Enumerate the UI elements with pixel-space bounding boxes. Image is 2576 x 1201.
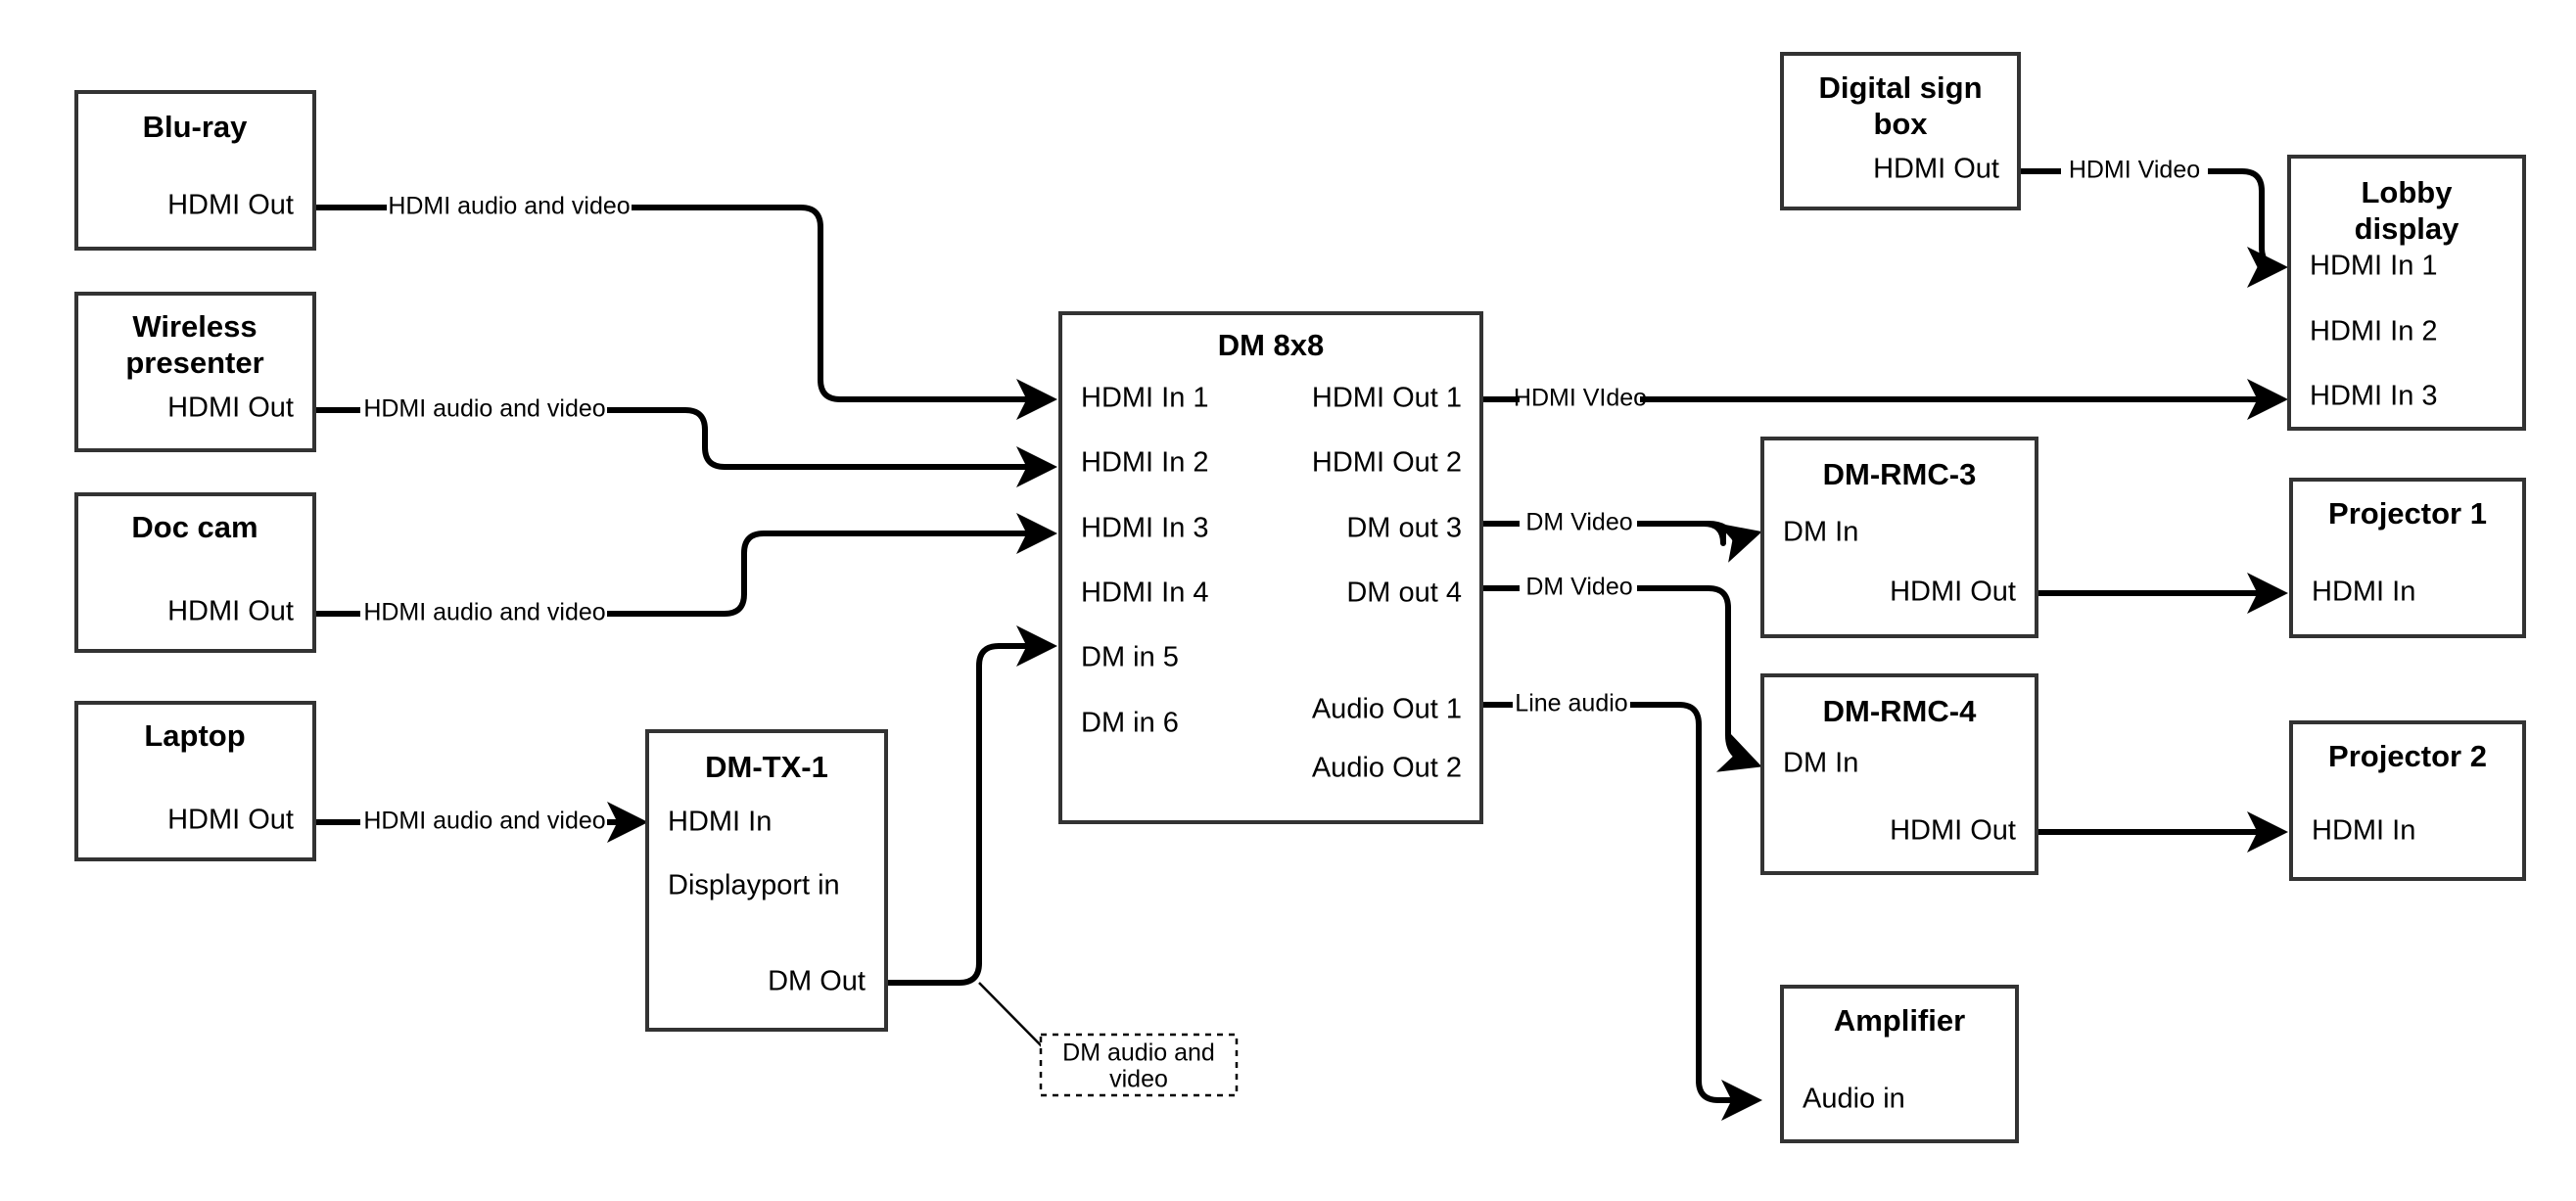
node-wireless-presenter[interactable]: Wireless presenter HDMI Out bbox=[74, 292, 316, 452]
dm-rmc-4-port-hdmi-out: HDMI Out bbox=[1890, 815, 2016, 847]
wireless-presenter-title-line1: Wireless bbox=[132, 309, 257, 344]
dm-8x8-input-hdmi-in-3: HDMI In 3 bbox=[1081, 513, 1209, 544]
dm-8x8-input-hdmi-in-2: HDMI In 2 bbox=[1081, 447, 1209, 479]
wire-laptop-to-dmtx1-hdmi-in: HDMI audio and video bbox=[313, 802, 648, 843]
dm-8x8-input-hdmi-in-4: HDMI In 4 bbox=[1081, 577, 1209, 609]
dm-audio-video-note-box bbox=[1039, 1033, 1239, 1097]
edge-label-dm-video-rmc4: DM Video bbox=[1525, 574, 1632, 601]
edge-label-dm-video-rmc3: DM Video bbox=[1525, 509, 1632, 536]
wireless-presenter-box[interactable] bbox=[74, 292, 316, 452]
wireless-presenter-port-hdmi-out: HDMI Out bbox=[167, 393, 294, 424]
node-bluray[interactable]: Blu-ray HDMI Out bbox=[74, 90, 316, 251]
wire-dm8x8-out1-to-lobby-hdmi-in-3: HDMI VIdeo bbox=[1481, 379, 2288, 420]
wire-dm8x8-out3-to-rmc3: DM Video bbox=[1481, 509, 1762, 563]
bluray-title: Blu-ray bbox=[143, 110, 249, 144]
edge-label-laptop: HDMI audio and video bbox=[363, 808, 605, 835]
dm-8x8-output-hdmi-out-2: HDMI Out 2 bbox=[1312, 447, 1462, 479]
dm-audio-video-note-line1: DM audio and bbox=[1062, 1039, 1215, 1067]
dm-8x8-title: DM 8x8 bbox=[1218, 328, 1325, 362]
node-dm-rmc-4[interactable]: DM-RMC-4 DM In HDMI Out bbox=[1760, 673, 2038, 875]
dm-8x8-input-dm-in-5: DM in 5 bbox=[1081, 642, 1179, 673]
laptop-title: Laptop bbox=[144, 718, 245, 753]
dm-8x8-input-hdmi-in-1: HDMI In 1 bbox=[1081, 383, 1209, 414]
wireless-presenter-title-line2: presenter bbox=[125, 346, 263, 380]
dm-8x8-output-hdmi-out-1: HDMI Out 1 bbox=[1312, 383, 1462, 414]
projector-2-port-hdmi-in: HDMI In bbox=[2312, 815, 2415, 847]
wire-wireless-to-dm8x8-hdmi-in-2: HDMI audio and video bbox=[313, 395, 1057, 487]
dm-8x8-input-dm-in-6: DM in 6 bbox=[1081, 708, 1179, 739]
doc-cam-box[interactable] bbox=[74, 492, 316, 653]
bluray-port-hdmi-out: HDMI Out bbox=[167, 190, 294, 221]
node-lobby-display[interactable]: Lobby display HDMI In 1 HDMI In 2 HDMI I… bbox=[2287, 155, 2526, 431]
edge-label-bluray: HDMI audio and video bbox=[388, 193, 630, 220]
laptop-box[interactable] bbox=[74, 701, 316, 861]
edge-label-digitalsign: HDMI Video bbox=[2069, 157, 2200, 184]
dm-tx-1-port-hdmi-in: HDMI In bbox=[668, 807, 772, 838]
projector-1-port-hdmi-in: HDMI In bbox=[2312, 577, 2415, 608]
dm-8x8-output-dm-out-4: DM out 4 bbox=[1346, 577, 1462, 609]
node-dm-tx-1[interactable]: DM-TX-1 HDMI In Displayport in DM Out bbox=[645, 729, 888, 1032]
node-amplifier[interactable]: Amplifier Audio in bbox=[1780, 985, 2019, 1143]
digital-sign-port-hdmi-out: HDMI Out bbox=[1873, 154, 1999, 185]
node-doc-cam[interactable]: Doc cam HDMI Out bbox=[74, 492, 316, 653]
lobby-display-port-hdmi-in-1: HDMI In 1 bbox=[2310, 251, 2438, 282]
amplifier-box[interactable] bbox=[1780, 985, 2019, 1143]
dm-rmc-4-box[interactable] bbox=[1760, 673, 2038, 875]
projector-1-box[interactable] bbox=[2289, 478, 2526, 638]
dm-rmc-3-port-hdmi-out: HDMI Out bbox=[1890, 577, 2016, 608]
amplifier-title: Amplifier bbox=[1834, 1003, 1965, 1038]
dm-audio-video-note-line2: video bbox=[1109, 1066, 1168, 1093]
node-dm-8x8[interactable]: DM 8x8 HDMI In 1 HDMI In 2 HDMI In 3 HDM… bbox=[1058, 311, 1483, 824]
wire-dm8x8-out4-to-rmc4: DM Video bbox=[1481, 574, 1762, 772]
lobby-display-box[interactable] bbox=[2287, 155, 2526, 431]
lobby-display-title-line2: display bbox=[2355, 211, 2460, 246]
projector-2-box[interactable] bbox=[2289, 720, 2526, 881]
bluray-box[interactable] bbox=[74, 90, 316, 251]
node-projector-1[interactable]: Projector 1 HDMI In bbox=[2289, 478, 2526, 638]
dm-tx-1-box[interactable] bbox=[645, 729, 888, 1032]
digital-sign-box[interactable] bbox=[1780, 52, 2021, 210]
dm-rmc-3-port-dm-in: DM In bbox=[1783, 517, 1858, 548]
wire-doccam-to-dm8x8-hdmi-in-3: HDMI audio and video bbox=[313, 513, 1057, 626]
amplifier-port-audio-in: Audio in bbox=[1803, 1084, 1905, 1115]
edge-label-line-audio: Line audio bbox=[1515, 690, 1627, 717]
lobby-display-title-line1: Lobby bbox=[2362, 175, 2454, 209]
doc-cam-title: Doc cam bbox=[131, 510, 258, 544]
dm-tx-1-title: DM-TX-1 bbox=[705, 750, 828, 784]
laptop-port-hdmi-out: HDMI Out bbox=[167, 805, 294, 836]
dm-8x8-output-audio-out-2: Audio Out 2 bbox=[1312, 753, 1462, 784]
dm-tx-1-port-dm-out: DM Out bbox=[768, 966, 866, 997]
dm-tx-1-port-displayport-in: Displayport in bbox=[668, 870, 840, 901]
note-dm-audio-and-video: DM audio and video bbox=[1039, 1033, 1239, 1097]
node-digital-sign-box[interactable]: Digital sign box HDMI Out bbox=[1780, 52, 2021, 210]
dm-8x8-box[interactable] bbox=[1058, 311, 1483, 824]
lobby-display-port-hdmi-in-2: HDMI In 2 bbox=[2310, 316, 2438, 347]
dm-8x8-output-dm-out-3: DM out 3 bbox=[1346, 513, 1462, 544]
node-projector-2[interactable]: Projector 2 HDMI In bbox=[2289, 720, 2526, 881]
dm-rmc-4-title: DM-RMC-4 bbox=[1823, 694, 1977, 728]
edge-label-wireless: HDMI audio and video bbox=[363, 395, 605, 423]
node-laptop[interactable]: Laptop HDMI Out bbox=[74, 701, 316, 861]
edge-label-doccam: HDMI audio and video bbox=[363, 599, 605, 626]
edge-label-hdmi-video-lobby: HDMI VIdeo bbox=[1514, 385, 1647, 412]
node-dm-rmc-3[interactable]: DM-RMC-3 DM In HDMI Out bbox=[1760, 437, 2038, 638]
projector-1-title: Projector 1 bbox=[2328, 496, 2487, 531]
digital-sign-title-line1: Digital sign bbox=[1818, 70, 1982, 105]
dm-rmc-3-title: DM-RMC-3 bbox=[1823, 457, 1977, 491]
digital-sign-title-line2: box bbox=[1873, 107, 1928, 141]
doc-cam-port-hdmi-out: HDMI Out bbox=[167, 596, 294, 627]
lobby-display-port-hdmi-in-3: HDMI In 3 bbox=[2310, 381, 2438, 412]
wire-dmtx1-to-dm8x8-dm-in-5 bbox=[886, 625, 1057, 1048]
dm-rmc-3-box[interactable] bbox=[1760, 437, 2038, 638]
wire-bluray-to-dm8x8-hdmi-in-1: HDMI audio and video bbox=[313, 193, 1057, 420]
wire-dm8x8-audioout1-to-amplifier: Line audio bbox=[1481, 690, 1762, 1121]
dm-rmc-4-port-dm-in: DM In bbox=[1783, 748, 1858, 779]
dm-8x8-output-audio-out-1: Audio Out 1 bbox=[1312, 694, 1462, 725]
projector-2-title: Projector 2 bbox=[2328, 739, 2487, 773]
wire-digitalsign-to-lobby-hdmi-in-1: HDMI Video bbox=[2019, 157, 2288, 288]
